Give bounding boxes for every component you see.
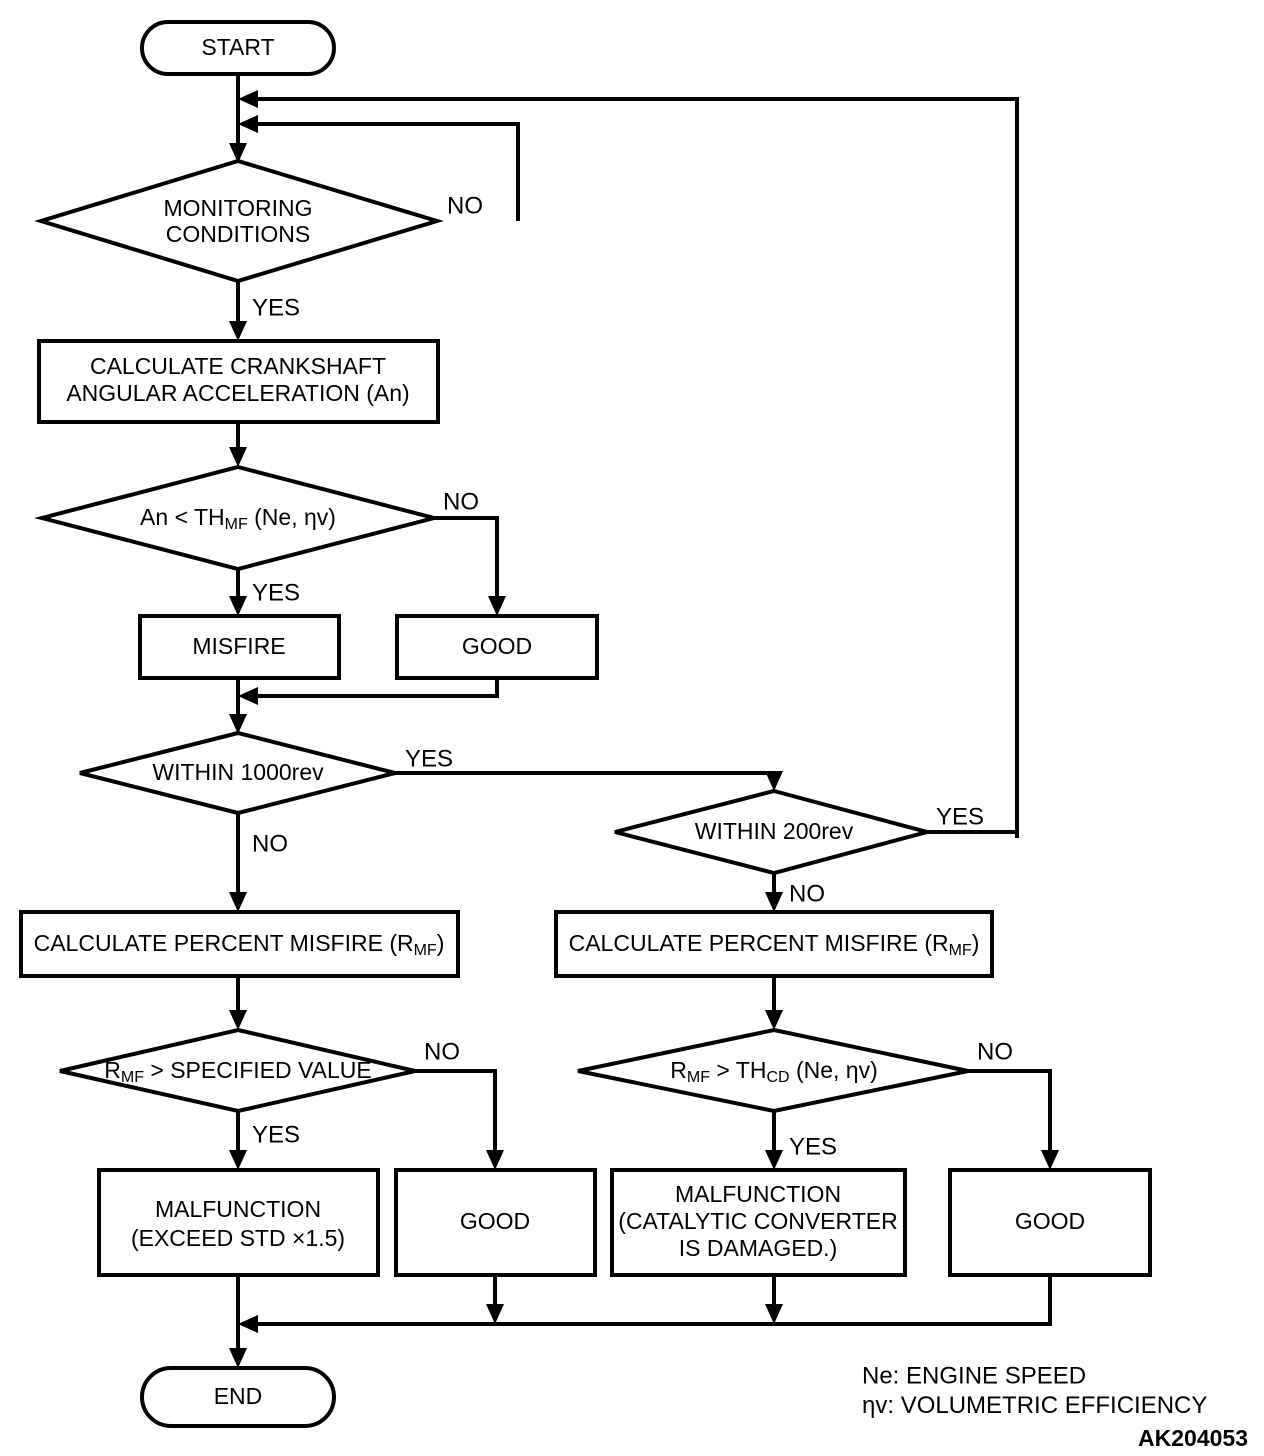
node-good-3[interactable]: GOOD	[948, 1168, 1152, 1277]
node-malfunction-exceed-line1: MALFUNCTION	[155, 1196, 321, 1222]
connector-200rev-no-to-calc-right	[765, 873, 783, 912]
node-end-label: END	[214, 1383, 263, 1409]
legend-line-2-rest: v: VOLUMETRIC EFFICIENCY	[875, 1392, 1207, 1419]
connector-1000rev-yes-to-200rev	[395, 771, 783, 791]
branch-label-an-yes: YES	[252, 579, 300, 606]
connector-misfire-to-1000rev	[229, 678, 247, 734]
connector-monitoring-yes-to-calc	[229, 281, 247, 341]
branch-label-rmf-cd-no: NO	[977, 1038, 1013, 1065]
node-calc-percent-misfire-right[interactable]: CALCULATE PERCENT MISFIRE (RMF)	[554, 910, 994, 978]
node-calculate-crankshaft-line1: CALCULATE CRANKSHAFT	[90, 353, 386, 379]
node-malfunction-catalytic-line1: MALFUNCTION	[675, 1181, 841, 1207]
node-within-1000rev-label: WITHIN 1000rev	[152, 759, 324, 785]
node-within-200rev[interactable]: WITHIN 200rev	[614, 788, 935, 876]
node-rmf-thcd-label: RMF > THCD (Ne, ηv)	[670, 1057, 878, 1086]
node-calc-percent-misfire-right-label: CALCULATE PERCENT MISFIRE (RMF)	[569, 930, 980, 959]
connector-good2-merge	[486, 1275, 504, 1324]
connector-feedback-200rev-yes	[238, 90, 1019, 838]
branch-label-1000rev-yes: YES	[405, 745, 453, 772]
rmf-cd-mid: > TH	[710, 1057, 766, 1083]
figure-code: AK204053	[1138, 1425, 1248, 1451]
node-malfunction-catalytic-line3: IS DAMAGED.)	[679, 1235, 837, 1261]
an-threshold-sub: MF	[225, 516, 248, 533]
node-monitoring-conditions[interactable]: MONITORING CONDITIONS	[34, 158, 444, 284]
an-threshold-pre: An < TH	[140, 504, 225, 530]
connector-an-no-to-good	[434, 516, 506, 616]
node-start[interactable]: START	[140, 20, 336, 76]
rmf-cd-post: (Ne, ηv)	[790, 1057, 878, 1083]
node-monitoring-conditions-line1: MONITORING	[163, 195, 312, 221]
node-calculate-crankshaft[interactable]: CALCULATE CRANKSHAFT ANGULAR ACCELERATIO…	[37, 339, 440, 424]
connector-good1-merge	[238, 678, 499, 705]
legend-eta-symbol: η	[862, 1392, 875, 1419]
node-within-200rev-label: WITHIN 200rev	[695, 818, 854, 844]
connector-bottom-merge-bar	[238, 1275, 1052, 1333]
an-threshold-post: (Ne, ηv)	[248, 504, 336, 530]
node-calc-percent-misfire-left-label: CALCULATE PERCENT MISFIRE (RMF)	[34, 930, 445, 959]
calc-right-pre: CALCULATE PERCENT MISFIRE (R	[569, 930, 949, 956]
node-rmf-thcd[interactable]: RMF > THCD (Ne, ηv)	[577, 1027, 969, 1114]
connector-calc-to-an-decision	[229, 422, 247, 467]
rmf-spec-post: > SPECIFIED VALUE	[144, 1057, 372, 1083]
node-misfire-label: MISFIRE	[192, 633, 285, 659]
node-within-1000rev[interactable]: WITHIN 1000rev	[79, 730, 396, 816]
connector-1000rev-no-to-calc-left	[229, 813, 247, 912]
connector-start-to-monitoring	[229, 72, 247, 163]
node-an-threshold-decision[interactable]: An < THMF (Ne, ηv)	[34, 464, 442, 572]
rmf-cd-sub: MF	[687, 1069, 710, 1086]
branch-label-200rev-yes: YES	[936, 803, 984, 830]
branch-label-monitoring-yes: YES	[252, 294, 300, 321]
legend: Ne: ENGINE SPEED ηv: VOLUMETRIC EFFICIEN…	[862, 1362, 1207, 1419]
connector-rmf-cd-no-to-good3	[968, 1069, 1059, 1170]
connector-rmf-cd-yes-to-malfunction	[765, 1111, 783, 1170]
branch-label-1000rev-no: NO	[252, 830, 288, 857]
node-start-label: START	[201, 34, 274, 60]
rmf-spec-pre: R	[104, 1057, 121, 1083]
legend-line-2: ηv: VOLUMETRIC EFFICIENCY	[862, 1392, 1207, 1419]
branch-label-200rev-no: NO	[789, 880, 825, 907]
connector-rmf-spec-no-to-good2	[415, 1069, 504, 1170]
node-an-threshold-label: An < THMF (Ne, ηv)	[140, 504, 336, 533]
node-rmf-specified-value-label: RMF > SPECIFIED VALUE	[104, 1057, 371, 1086]
node-good-2[interactable]: GOOD	[394, 1168, 597, 1277]
node-misfire[interactable]: MISFIRE	[138, 614, 341, 680]
calc-left-sub: MF	[414, 942, 437, 959]
connector-feedback-monitoring-no	[238, 115, 520, 221]
calc-left-post: )	[437, 930, 445, 956]
rmf-cd-pre: R	[670, 1057, 687, 1083]
branch-label-monitoring-no: NO	[447, 192, 483, 219]
node-end[interactable]: END	[140, 1366, 336, 1428]
calc-right-sub: MF	[949, 942, 972, 959]
connector-calc-left-to-rmf	[229, 976, 247, 1030]
connector-rmf-spec-yes-to-malfunction	[229, 1111, 247, 1170]
rmf-cd-sub2: CD	[766, 1069, 789, 1086]
node-good-2-label: GOOD	[460, 1208, 530, 1234]
node-rmf-specified-value[interactable]: RMF > SPECIFIED VALUE	[59, 1027, 416, 1114]
branch-label-an-no: NO	[443, 488, 479, 515]
connector-an-yes-to-misfire	[229, 569, 247, 616]
node-good-1-label: GOOD	[462, 633, 532, 659]
branch-label-rmf-spec-yes: YES	[252, 1121, 300, 1148]
branch-label-rmf-spec-no: NO	[424, 1038, 460, 1065]
node-malfunction-exceed[interactable]: MALFUNCTION (EXCEED STD ×1.5)	[97, 1168, 380, 1277]
rmf-spec-sub: MF	[121, 1069, 144, 1086]
legend-line-1: Ne: ENGINE SPEED	[862, 1362, 1086, 1389]
node-malfunction-catalytic-line2: (CATALYTIC CONVERTER	[618, 1208, 897, 1234]
node-malfunction-catalytic[interactable]: MALFUNCTION (CATALYTIC CONVERTER IS DAMA…	[610, 1168, 907, 1277]
connector-malfunction-catalytic-merge	[765, 1275, 783, 1324]
calc-left-pre: CALCULATE PERCENT MISFIRE (R	[34, 930, 414, 956]
node-calc-percent-misfire-left[interactable]: CALCULATE PERCENT MISFIRE (RMF)	[19, 910, 460, 978]
connector-200rev-yes-to-feedback	[927, 830, 1019, 838]
branch-label-rmf-cd-yes: YES	[789, 1133, 837, 1160]
node-monitoring-conditions-line2: CONDITIONS	[166, 221, 310, 247]
node-good-3-label: GOOD	[1015, 1208, 1085, 1234]
node-calculate-crankshaft-line2: ANGULAR ACCELERATION (An)	[66, 380, 409, 406]
node-malfunction-exceed-line2: (EXCEED STD ×1.5)	[131, 1225, 345, 1251]
connector-calc-right-to-rmf	[765, 976, 783, 1030]
connector-malfunction-to-end	[229, 1275, 247, 1368]
calc-right-post: )	[972, 930, 980, 956]
node-good-1[interactable]: GOOD	[395, 614, 599, 680]
